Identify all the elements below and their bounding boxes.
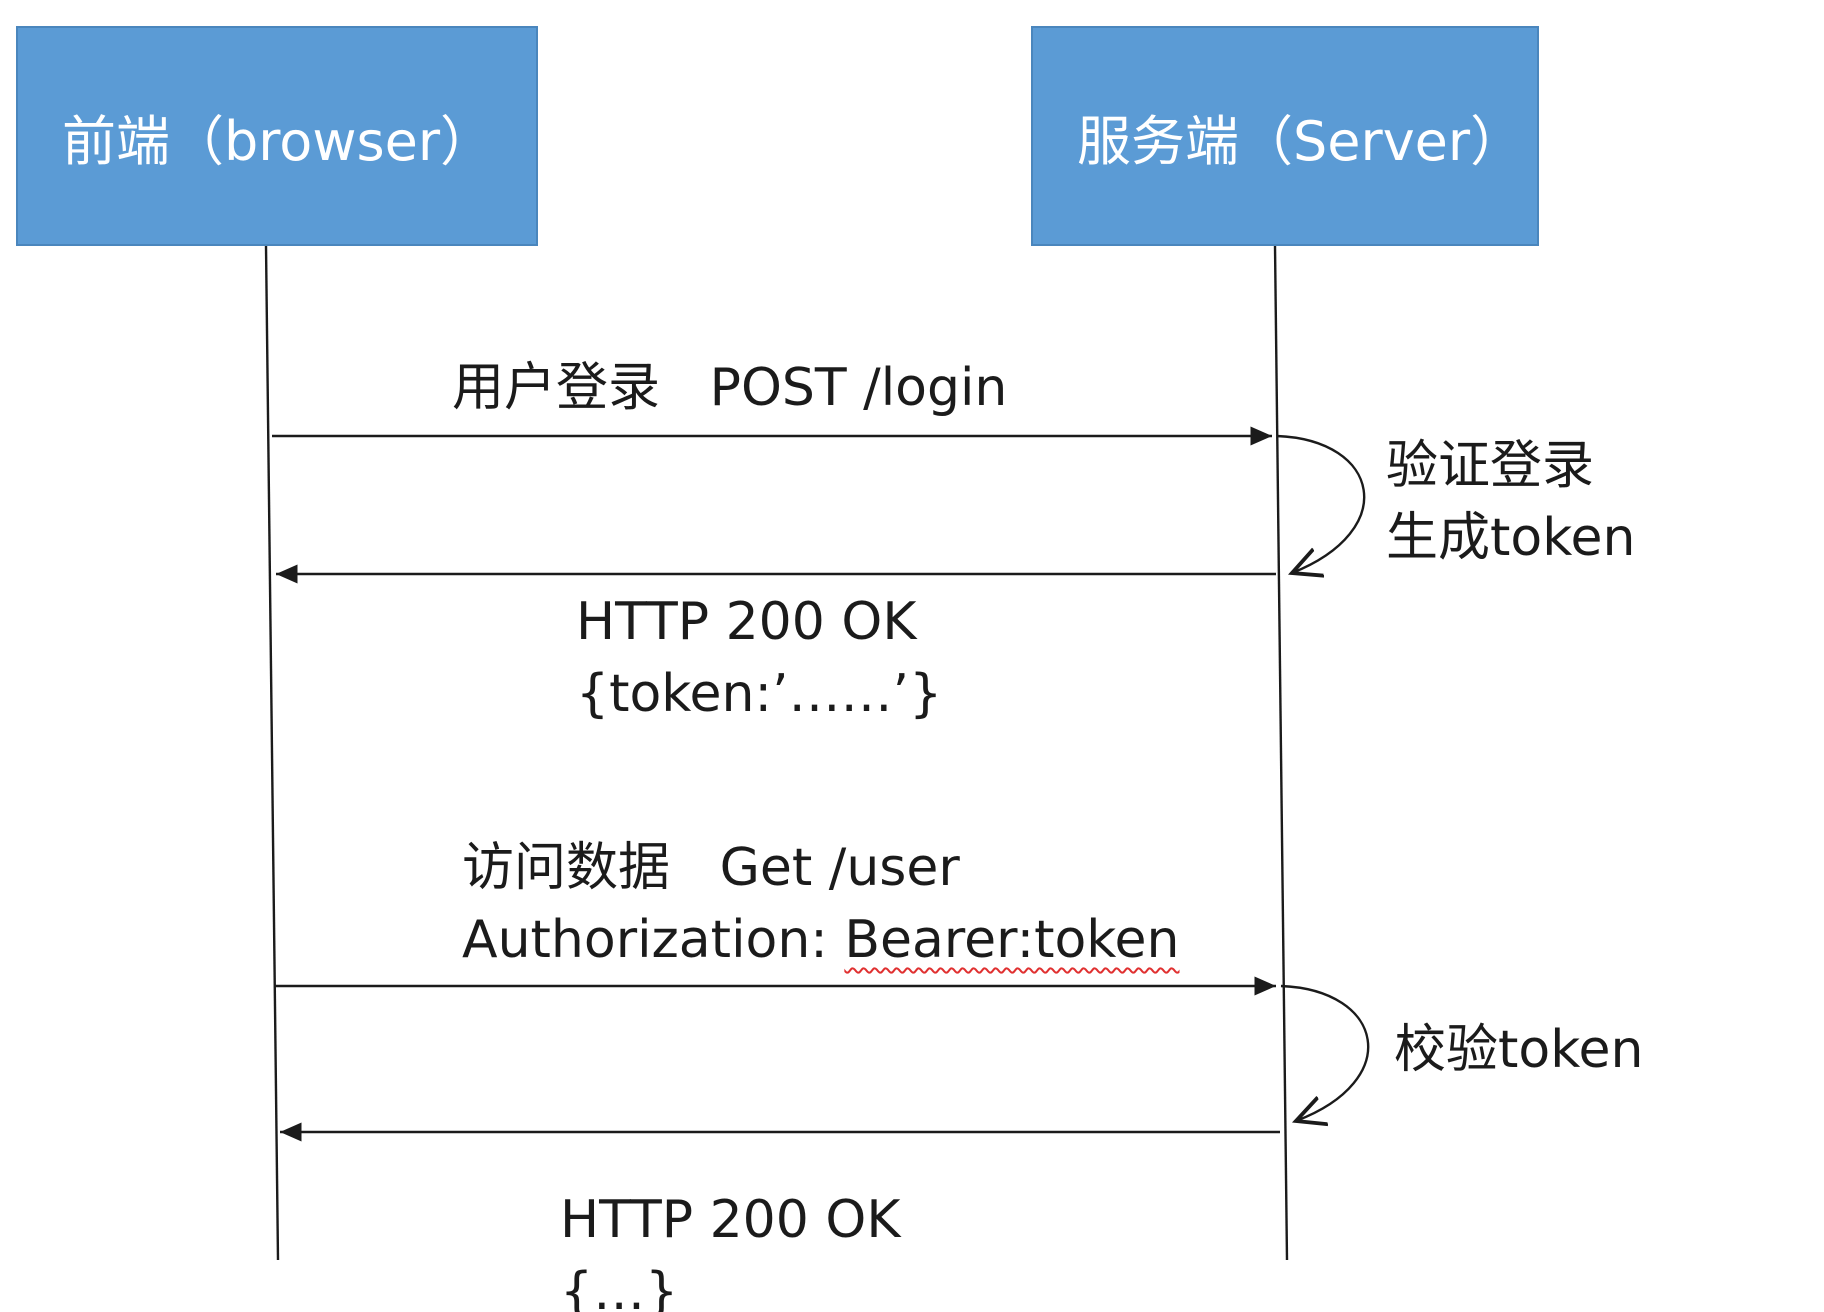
data-response-line2: {…} [560, 1262, 679, 1312]
server-lifeline [1273, 245, 1289, 1261]
browser-lifeline [264, 245, 280, 1261]
login-process-line2: 生成token [1386, 508, 1636, 568]
data-request-line2: Authorization: Bearer:token [462, 904, 1180, 976]
participant-server-box: 服务端（Server） [1031, 26, 1539, 246]
data-process-text: 校验token [1394, 1020, 1644, 1080]
data-process-label: 校验token [1394, 1014, 1643, 1086]
login-response-line1: HTTP 200 OK [576, 592, 917, 652]
participant-browser-box: 前端（browser） [16, 26, 538, 246]
auth-header-value: Bearer:token [844, 910, 1180, 970]
data-process-loop [1280, 984, 1370, 1121]
data-request-line1: 访问数据 Get /user [462, 838, 960, 898]
login-request-text: 用户登录 POST /login [452, 358, 1008, 418]
login-response-label: HTTP 200 OK {token:’……’} [576, 586, 942, 730]
login-response-line2: {token:’……’} [576, 664, 943, 724]
participant-server-label: 服务端（Server） [1077, 109, 1525, 173]
data-response-label: HTTP 200 OK {…} [560, 1184, 900, 1312]
login-request-label: 用户登录 POST /login [452, 352, 1007, 424]
data-response-line1: HTTP 200 OK [560, 1190, 901, 1250]
data-request-label: 访问数据 Get /user Authorization: Bearer:tok… [462, 832, 1180, 976]
login-process-loop [1276, 434, 1366, 573]
participant-browser-label: 前端（browser） [62, 109, 495, 173]
login-process-label: 验证登录 生成token [1386, 430, 1635, 574]
auth-header-prefix: Authorization: [462, 910, 845, 970]
login-process-line1: 验证登录 [1386, 436, 1595, 496]
